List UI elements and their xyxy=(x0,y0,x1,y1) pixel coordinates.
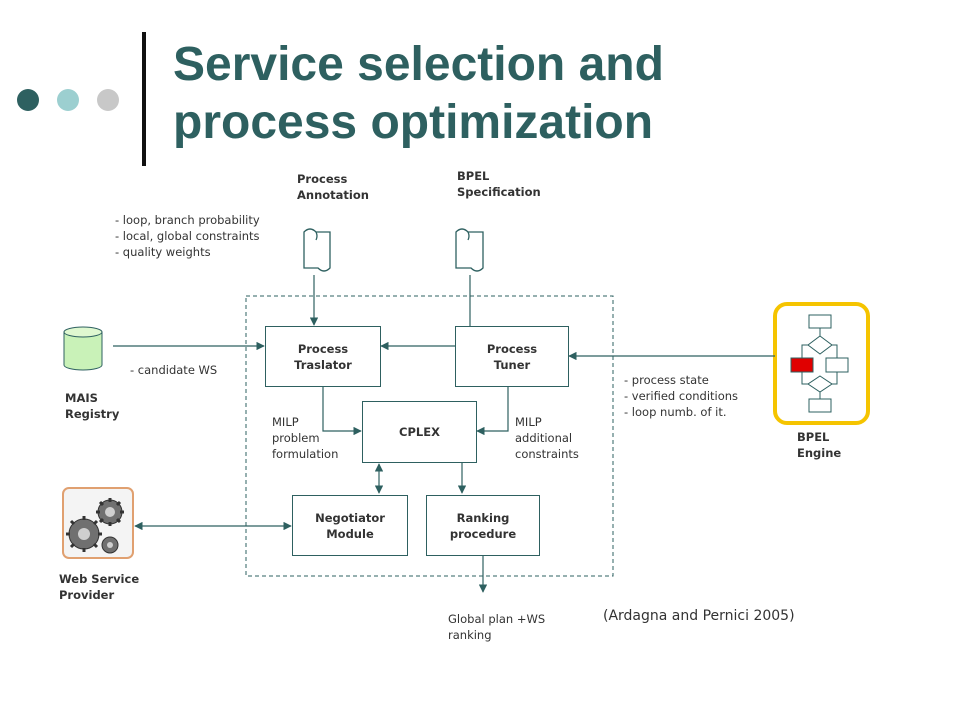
cplex-label: CPLEX xyxy=(399,425,440,439)
arrow-tuner-to-cplex xyxy=(476,387,509,436)
process-annotation-line2: Annotation xyxy=(297,188,369,202)
milp-additional-line: MILP xyxy=(515,415,542,429)
annotation-note: - loop, branch probability xyxy=(115,213,260,227)
web-service-provider-line2: Provider xyxy=(59,588,115,602)
engine-note: - verified conditions xyxy=(624,389,739,403)
bpel-specification-line1: BPEL xyxy=(457,169,490,183)
annotation-note: - local, global constraints xyxy=(115,229,260,243)
bpel-specification-document-icon xyxy=(455,228,484,272)
milp-problem-line: problem xyxy=(272,431,320,445)
slide-title-line2: process optimization xyxy=(173,96,654,149)
mais-registry-label: MAIS Registry xyxy=(65,390,119,422)
annotation-notes: - loop, branch probability - local, glob… xyxy=(115,212,260,260)
system-boundary xyxy=(245,295,614,577)
bpel-engine-label: BPEL Engine xyxy=(797,429,841,461)
web-service-provider-label: Web Service Provider xyxy=(59,571,139,603)
milp-problem-label: MILP problem formulation xyxy=(272,414,338,462)
engine-notes: - process state - verified conditions - … xyxy=(624,372,738,420)
mais-registry-line1: MAIS xyxy=(65,391,98,405)
process-annotation-label: Process Annotation xyxy=(297,171,369,203)
ranking-line1: Ranking xyxy=(456,510,510,525)
process-traslator-line1: Process xyxy=(297,341,349,356)
engine-note: - process state xyxy=(624,373,709,387)
decor-dot-dark xyxy=(17,89,39,111)
global-plan-line1: Global plan +WS xyxy=(448,612,546,626)
annotation-note: - quality weights xyxy=(115,245,211,259)
mais-registry-database-icon xyxy=(63,326,103,371)
global-plan-label: Global plan +WS ranking xyxy=(448,611,545,643)
mais-registry-line2: Registry xyxy=(65,407,120,421)
slide-title-line1: Service selection and xyxy=(173,38,664,91)
process-annotation-document-icon xyxy=(303,228,331,272)
process-annotation-line1: Process xyxy=(297,172,348,186)
milp-additional-label: MILP additional constraints xyxy=(515,414,579,462)
engine-note: - loop numb. of it. xyxy=(624,405,727,419)
milp-additional-line: additional xyxy=(515,431,573,445)
decor-dot-light xyxy=(57,89,79,111)
negotiator-line2: Module xyxy=(326,526,374,541)
milp-problem-line: MILP xyxy=(272,415,299,429)
process-tuner-line1: Process xyxy=(486,341,538,356)
bpel-engine-line2: Engine xyxy=(797,446,842,460)
bpel-specification-line2: Specification xyxy=(457,185,541,199)
citation: (Ardagna and Pernici 2005) xyxy=(603,608,795,624)
cplex-box: CPLEX xyxy=(362,401,477,463)
arrow-traslator-to-cplex xyxy=(322,387,362,436)
bpel-engine-line1: BPEL xyxy=(797,430,830,444)
ranking-line2: procedure xyxy=(449,526,517,541)
bpel-specification-label: BPEL Specification xyxy=(457,168,541,200)
process-tuner-line2: Tuner xyxy=(493,357,531,372)
slide-title: Service selection and process optimizati… xyxy=(173,36,664,152)
milp-additional-line: constraints xyxy=(515,447,579,461)
web-service-provider-gears-icon xyxy=(62,487,134,559)
milp-problem-line: formulation xyxy=(272,447,339,461)
title-divider xyxy=(142,32,146,166)
bpel-engine-icon xyxy=(773,302,870,425)
web-service-provider-line1: Web Service xyxy=(59,572,140,586)
global-plan-line2: ranking xyxy=(448,628,492,642)
decor-dot-grey xyxy=(97,89,119,111)
candidate-ws-label: - candidate WS xyxy=(130,363,218,377)
negotiator-line1: Negotiator xyxy=(315,510,385,525)
process-traslator-line2: Traslator xyxy=(294,357,352,372)
